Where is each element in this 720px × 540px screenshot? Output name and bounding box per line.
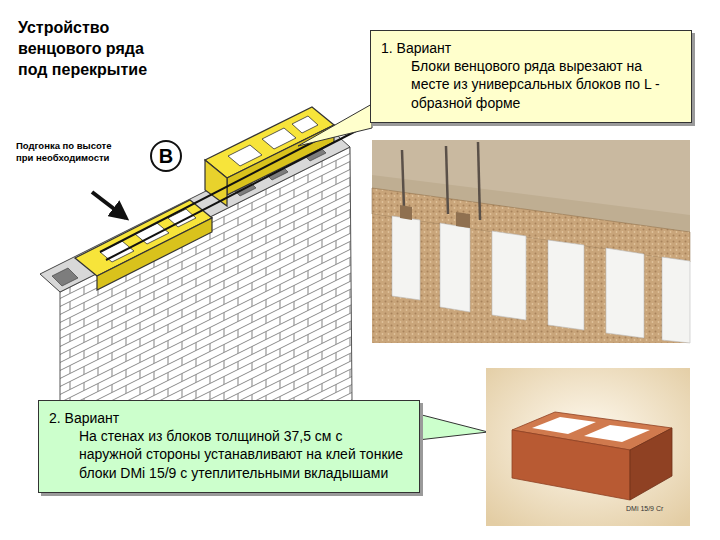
callout-tail [418,414,488,440]
slide-title: Устройство венцового ряда под перекрытие [18,18,168,80]
callout-letter: В [150,140,182,172]
callout-tail [298,104,372,146]
callout-box: 1. ВариантБлоки венцового ряда вырезают … [370,30,692,123]
callout-box: 2. ВариантНа стенах из блоков толщиной 3… [38,400,420,493]
callout-body: Блоки венцового ряда вырезают на месте и… [381,57,681,112]
callout-body: На стенах из блоков толщиной 37,5 см с н… [49,427,409,482]
wall-photo [372,140,690,343]
fitting-note: Подгонка по высоте при необходимости [16,140,128,164]
callout-heading: 2. Вариант [49,409,409,427]
callout-heading: 1. Вариант [381,39,681,57]
brick-photo [486,368,690,526]
product-code: DMi 15/9 Cr [626,505,686,513]
